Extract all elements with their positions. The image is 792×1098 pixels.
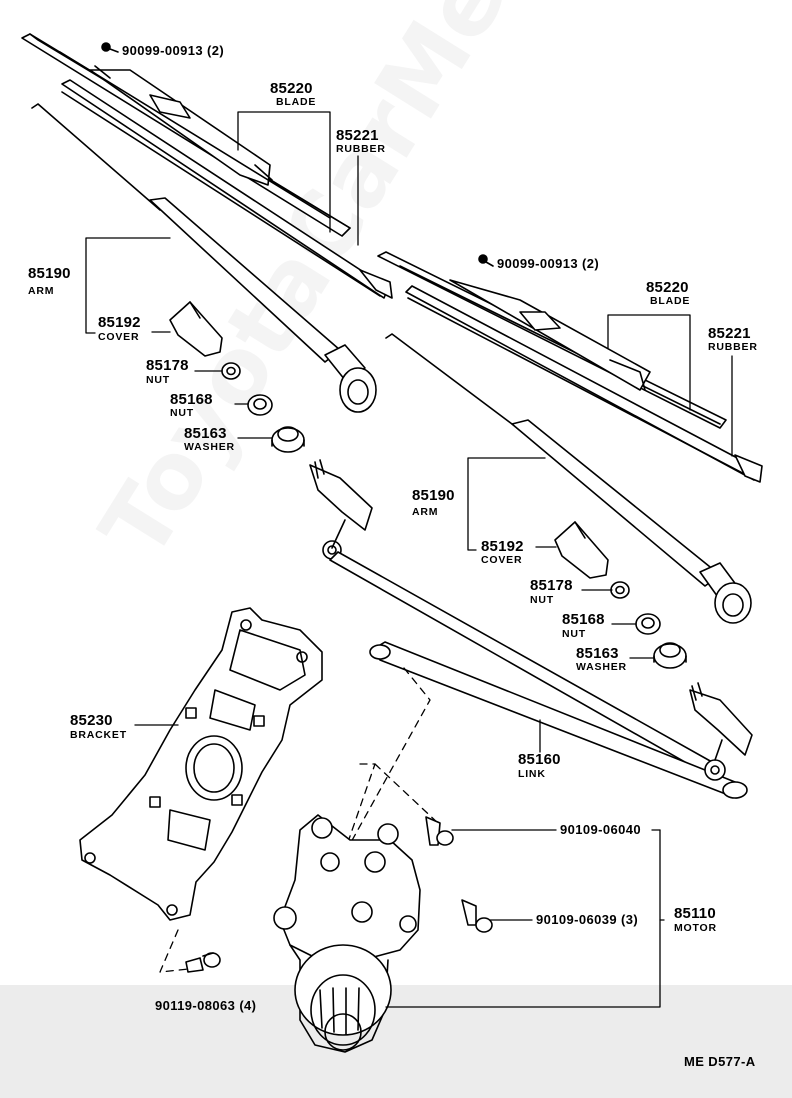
blade-left-name: BLADE (276, 96, 317, 108)
cover-right-name: COVER (481, 554, 523, 566)
bracket-number: 85230 (70, 712, 113, 729)
bracket-name: BRACKET (70, 729, 127, 741)
cover-right (554, 521, 609, 579)
blade-right-name: BLADE (650, 295, 691, 307)
motor-number: 85110 (674, 905, 716, 922)
cover-right-number: 85192 (481, 538, 524, 555)
link-assembly (309, 459, 753, 799)
bolt-icon-bracket (185, 952, 221, 973)
nut-a-right-number: 85178 (530, 577, 573, 594)
nut-85168-right (635, 613, 661, 635)
nut-b-left-name: NUT (170, 407, 194, 419)
washer-left-number: 85163 (184, 425, 227, 442)
blade-right-number: 85220 (646, 279, 689, 296)
nut-b-left-number: 85168 (170, 391, 213, 408)
reference-code: ME D577-A (684, 1054, 756, 1069)
blade-left-number: 85220 (270, 80, 313, 97)
bolt-callout-motor-b: 90109-06039 (3) (536, 912, 639, 927)
arm-left-name: ARM (28, 285, 55, 297)
bolt-icon-top-left (101, 42, 119, 53)
arm-right (385, 333, 752, 624)
nut-a-right-name: NUT (530, 594, 554, 606)
rubber-right-name: RUBBER (708, 341, 758, 353)
arm-left (31, 103, 377, 413)
wiper-motor (273, 814, 421, 1053)
link-number: 85160 (518, 751, 561, 768)
nut-85168-left (247, 394, 273, 416)
arm-right-name: ARM (412, 506, 439, 518)
bolt-icon-motor-b (461, 899, 493, 933)
washer-85163-right (653, 642, 687, 669)
motor-name: MOTOR (674, 922, 717, 934)
rubber-left (61, 79, 393, 299)
bolt-callout-top-left: 90099-00913 (2) (122, 43, 225, 58)
nut-b-right-name: NUT (562, 628, 586, 640)
washer-left-name: WASHER (184, 441, 235, 453)
cover-left-number: 85192 (98, 314, 141, 331)
bolt-callout-motor-a: 90109-06040 (560, 822, 642, 837)
nut-85178-right (610, 581, 630, 599)
cover-left (169, 301, 223, 357)
arm-right-number: 85190 (412, 487, 455, 504)
bolt-callout-top-right: 90099-00913 (2) (497, 256, 600, 271)
nut-85178-left (221, 362, 241, 380)
blade-left (21, 33, 351, 237)
blade-right (377, 251, 727, 429)
rubber-right-number: 85221 (708, 325, 751, 342)
link-name: LINK (518, 768, 546, 780)
bracket (79, 607, 323, 921)
washer-85163-left (271, 426, 305, 453)
rubber-left-number: 85221 (336, 127, 379, 144)
bolt-icon-top-right (478, 254, 494, 267)
leader-lines (85, 111, 733, 1008)
rubber-left-name: RUBBER (336, 143, 386, 155)
washer-right-name: WASHER (576, 661, 627, 673)
nut-a-left-number: 85178 (146, 357, 189, 374)
nut-a-left-name: NUT (146, 374, 170, 386)
guide-lines (159, 667, 441, 973)
bolt-callout-bracket: 90119-08063 (4) (155, 998, 257, 1013)
arm-left-number: 85190 (28, 265, 71, 282)
washer-right-number: 85163 (576, 645, 619, 662)
cover-left-name: COVER (98, 331, 140, 343)
bolt-icon-motor-a (425, 816, 454, 846)
rubber-right (405, 285, 763, 483)
nut-b-right-number: 85168 (562, 611, 605, 628)
